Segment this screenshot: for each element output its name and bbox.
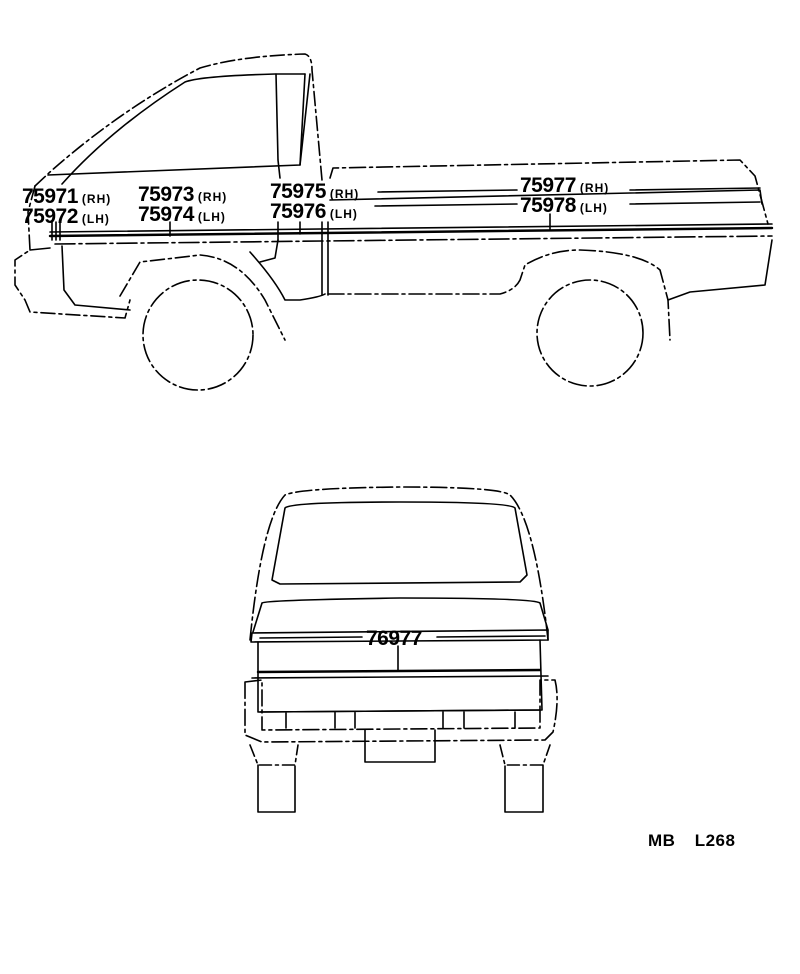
side-indicator: (LH)	[197, 210, 226, 224]
side-view-truck	[14, 53, 774, 391]
side-indicator: (RH)	[81, 192, 112, 206]
part-number: 75976	[270, 200, 326, 223]
callout-75976: 75976(LH)	[270, 201, 358, 222]
callout-75972: 75972(LH)	[22, 206, 110, 227]
side-indicator: (LH)	[579, 201, 608, 215]
side-indicator: (LH)	[329, 207, 358, 221]
part-number: 75978	[520, 194, 576, 217]
callout-75973: 75973(RH)	[138, 184, 227, 205]
callout-76977: 76977	[366, 628, 422, 649]
part-number: 75973	[138, 183, 194, 206]
callout-75977: 75977(RH)	[520, 175, 609, 196]
diagram-code: MB L268	[648, 832, 735, 849]
callout-75971: 75971(RH)	[22, 186, 111, 207]
part-number: 75971	[22, 185, 78, 208]
part-number: 75974	[138, 203, 194, 226]
rear-view-truck	[244, 486, 558, 813]
callout-75974: 75974(LH)	[138, 204, 226, 225]
code-right: L268	[694, 831, 736, 850]
callout-75975: 75975(RH)	[270, 181, 359, 202]
side-indicator: (RH)	[329, 187, 360, 201]
part-number: 75975	[270, 180, 326, 203]
side-indicator: (RH)	[197, 190, 228, 204]
code-left: MB	[648, 831, 676, 850]
side-indicator: (LH)	[81, 212, 110, 226]
part-number: 75977	[520, 174, 576, 197]
side-indicator: (RH)	[579, 181, 610, 195]
part-number: 75972	[22, 205, 78, 228]
callout-75978: 75978(LH)	[520, 195, 608, 216]
part-number: 76977	[366, 627, 422, 650]
